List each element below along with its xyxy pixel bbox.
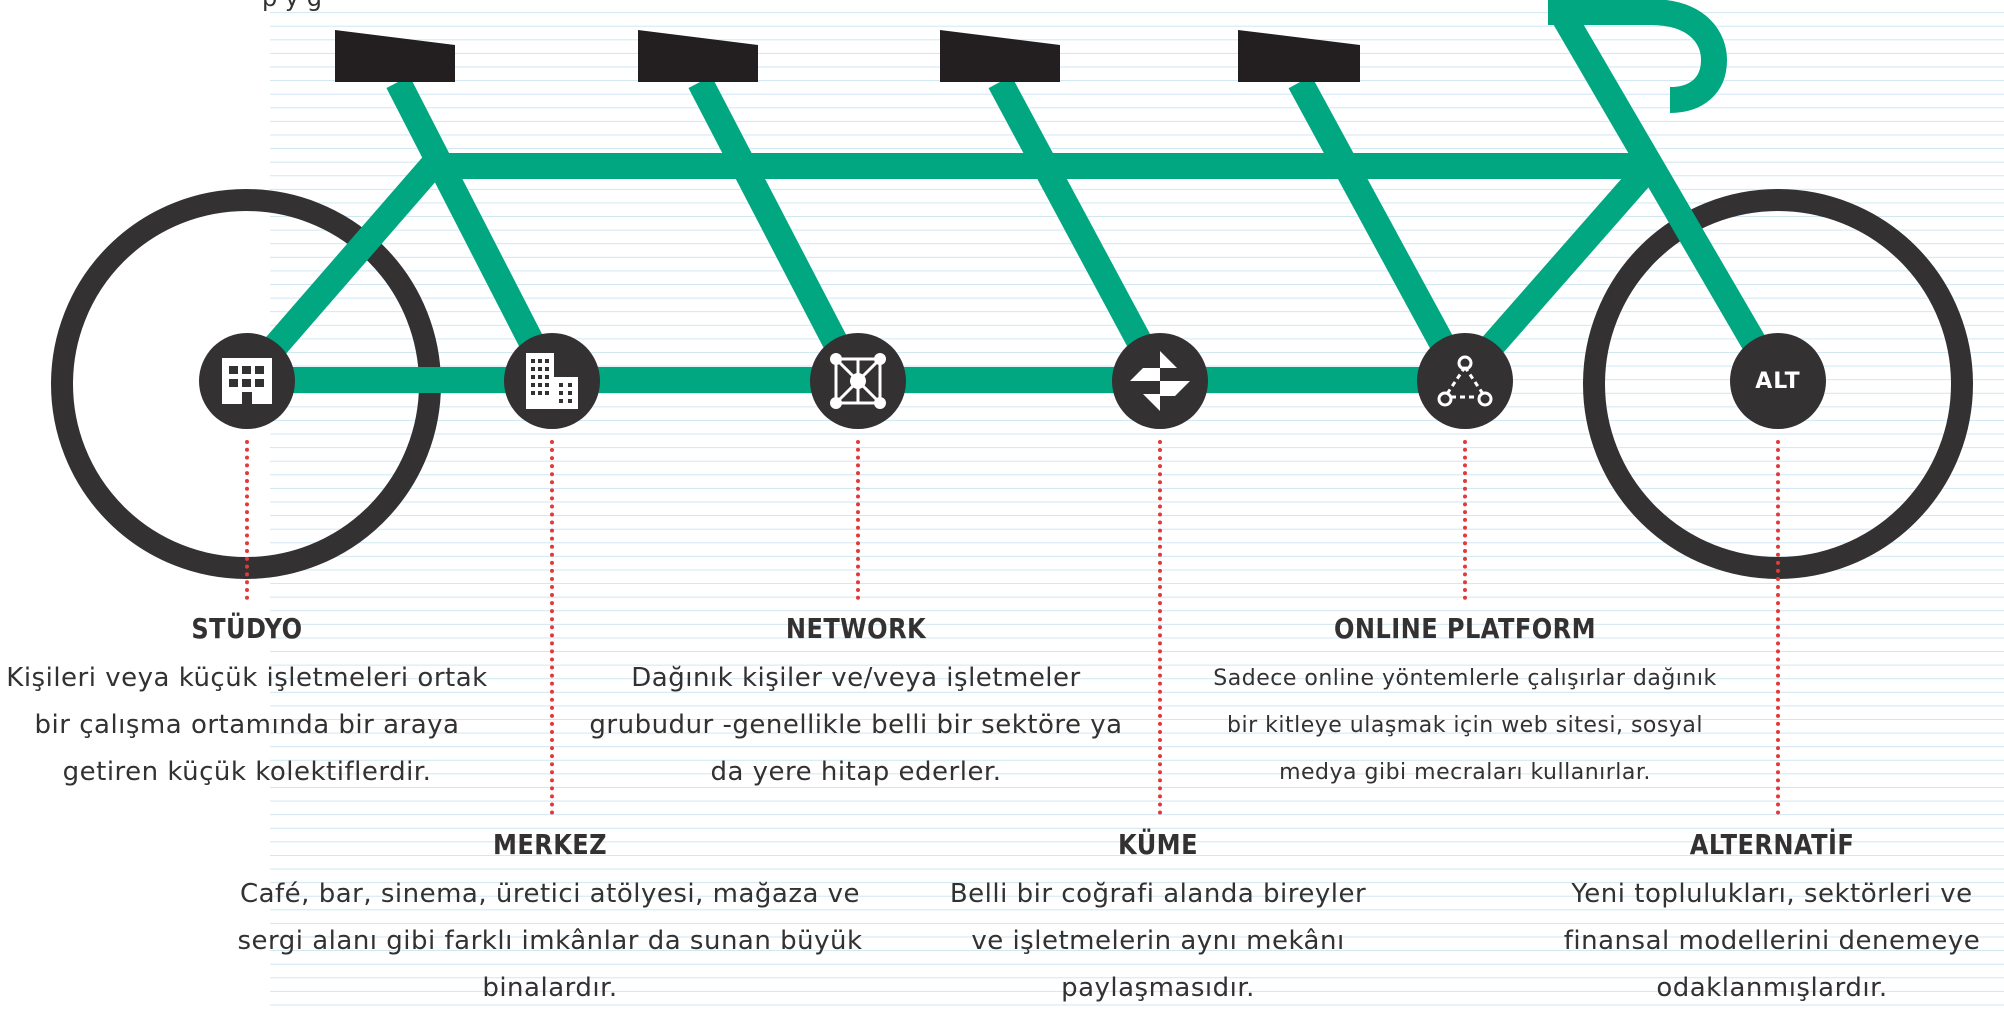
node-merkez: [504, 333, 600, 429]
leader-kume: [1158, 440, 1162, 815]
saddle-3: [940, 30, 1060, 82]
saddle-4: [1238, 30, 1360, 82]
node-alternatif: ALT: [1730, 333, 1826, 429]
tall-building-icon: [526, 353, 578, 409]
category-network: NETWORK Dağınık kişiler ve/veya işletmel…: [576, 612, 1136, 796]
category-description: Yeni toplulukları, sektörleri ve finansa…: [1563, 879, 1981, 1003]
category-title: STÜDYO: [191, 612, 303, 645]
category-description: Café, bar, sinema, üretici atölyesi, mağ…: [237, 879, 863, 1003]
network-icon: [830, 353, 886, 409]
saddles: [335, 30, 1360, 82]
top-cut-text: p y g: [262, 0, 322, 12]
category-title: NETWORK: [785, 612, 927, 645]
category-title: ONLINE PLATFORM: [1334, 612, 1596, 645]
category-description: Sadece online yöntemlerle çalışırlar dağ…: [1213, 666, 1717, 785]
saddle-2: [638, 30, 758, 82]
category-studyo: STÜDYO Kişileri veya küçük işletmeleri o…: [0, 612, 494, 796]
category-alternatif: ALTERNATİF Yeni toplulukları, sektörleri…: [1540, 828, 2004, 1012]
leader-studyo: [245, 440, 249, 600]
node-online: [1417, 333, 1513, 429]
category-online: ONLINE PLATFORM Sadece online yöntemlerl…: [1180, 612, 1750, 796]
leader-merkez: [550, 440, 554, 815]
alt-badge: ALT: [1755, 368, 1801, 394]
office-building-icon: [222, 358, 272, 404]
category-title: KÜME: [1118, 828, 1198, 861]
triangle-nodes-icon: [1437, 355, 1493, 407]
saddle-1: [335, 30, 455, 82]
leader-network: [856, 440, 860, 600]
node-kume: [1112, 333, 1208, 429]
cluster-icon: [1130, 351, 1190, 411]
category-merkez: MERKEZ Café, bar, sinema, üretici atölye…: [226, 828, 874, 1012]
category-title: MERKEZ: [492, 828, 608, 861]
category-description: Dağınık kişiler ve/veya işletmeler grubu…: [589, 663, 1123, 787]
leader-alternatif: [1776, 440, 1780, 815]
node-studyo: [199, 333, 295, 429]
leader-online: [1463, 440, 1467, 600]
node-network: [810, 333, 906, 429]
category-description: Belli bir coğrafi alanda bireyler ve işl…: [949, 879, 1367, 1003]
category-kume: KÜME Belli bir coğrafi alanda bireyler v…: [910, 828, 1406, 1012]
category-title: ALTERNATİF: [1689, 828, 1855, 861]
category-description: Kişileri veya küçük işletmeleri ortak bi…: [6, 663, 488, 787]
